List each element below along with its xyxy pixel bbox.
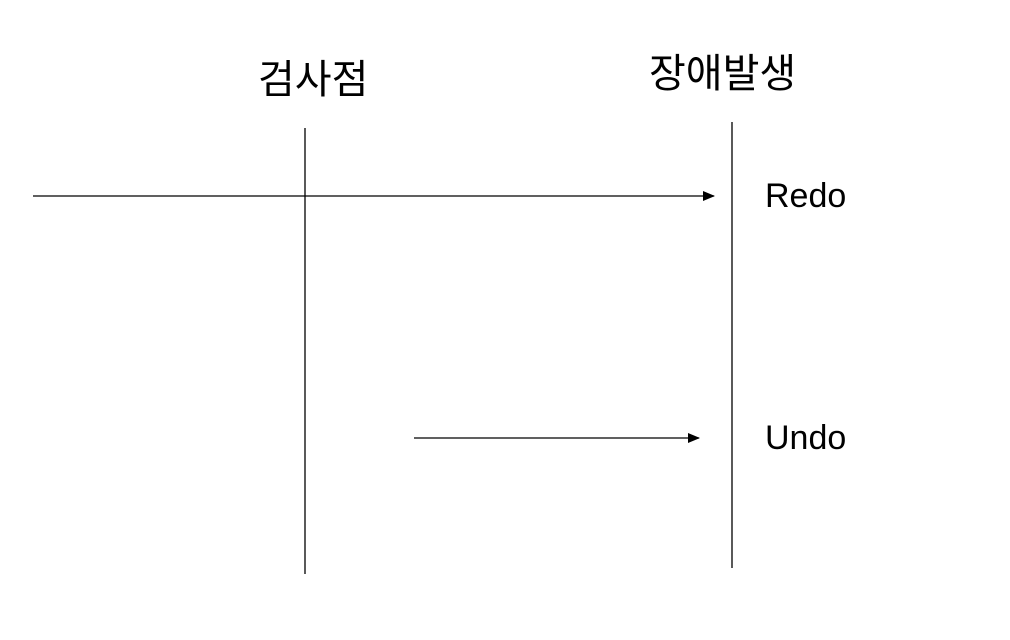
redo-label: Redo xyxy=(765,177,847,215)
failure-label: 장애발생 xyxy=(649,51,797,97)
checkpoint-label: 검사점 xyxy=(258,57,369,103)
undo-label: Undo xyxy=(765,419,847,457)
